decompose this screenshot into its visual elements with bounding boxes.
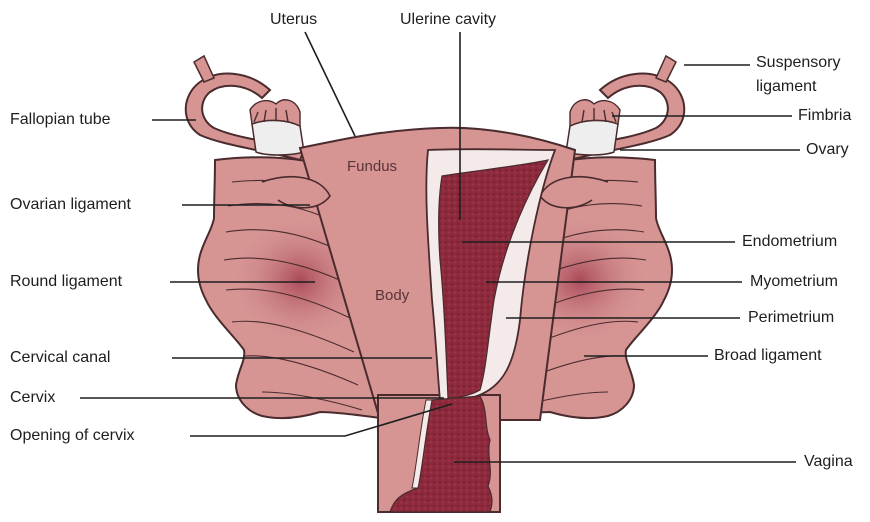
label-opening-of-cervix: Opening of cervix (10, 426, 135, 446)
label-body: Body (375, 287, 409, 305)
label-suspensory-ligament-line2: ligament (756, 77, 816, 97)
label-myometrium: Myometrium (750, 272, 838, 292)
left-ovary (252, 120, 304, 155)
label-cervical-canal: Cervical canal (10, 348, 110, 368)
label-perimetrium: Perimetrium (748, 308, 834, 328)
label-cervix: Cervix (10, 388, 55, 408)
label-uterus: Uterus (270, 10, 317, 30)
label-endometrium: Endometrium (742, 232, 837, 252)
left-suspensory-ligament (194, 56, 214, 82)
label-ovarian-ligament: Ovarian ligament (10, 195, 131, 215)
label-ovary: Ovary (806, 140, 849, 160)
leader-uterus (305, 32, 355, 136)
label-broad-ligament: Broad ligament (714, 346, 822, 366)
label-vagina: Vagina (804, 452, 853, 472)
label-fallopian-tube: Fallopian tube (10, 110, 111, 130)
label-uterine-cavity: Ulerine cavity (400, 10, 496, 30)
label-fundus: Fundus (347, 158, 397, 176)
label-round-ligament: Round ligament (10, 272, 122, 292)
label-fimbria: Fimbria (798, 106, 851, 126)
right-suspensory-ligament (656, 56, 676, 82)
label-suspensory-ligament-line1: Suspensory (756, 53, 841, 73)
